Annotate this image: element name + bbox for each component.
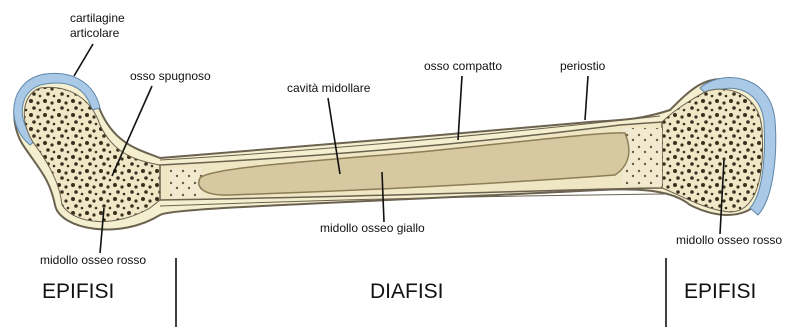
label-periosteum: periostio xyxy=(560,59,606,73)
label-cartilage-line1: cartilagine xyxy=(70,11,125,25)
leader-periosteum xyxy=(585,76,588,120)
label-spongy: osso spugnoso xyxy=(130,69,211,83)
region-epiphysis-left: EPIFISI xyxy=(42,280,114,303)
label-yellow-marrow: midollo osseo giallo xyxy=(320,221,425,235)
leader-compact xyxy=(458,76,462,140)
label-compact: osso compatto xyxy=(424,59,502,73)
spongy-end-left xyxy=(170,168,202,198)
region-diaphysis: DIAFISI xyxy=(370,280,444,303)
leader-cartilage xyxy=(74,44,93,76)
label-cartilage-line2: articolare xyxy=(70,26,120,40)
label-medullary: cavità midollare xyxy=(287,81,371,95)
label-red-marrow-left: midollo osseo rosso xyxy=(40,253,146,267)
label-red-marrow-right: midollo osseo rosso xyxy=(676,233,782,247)
region-epiphysis-right: EPIFISI xyxy=(684,280,756,303)
